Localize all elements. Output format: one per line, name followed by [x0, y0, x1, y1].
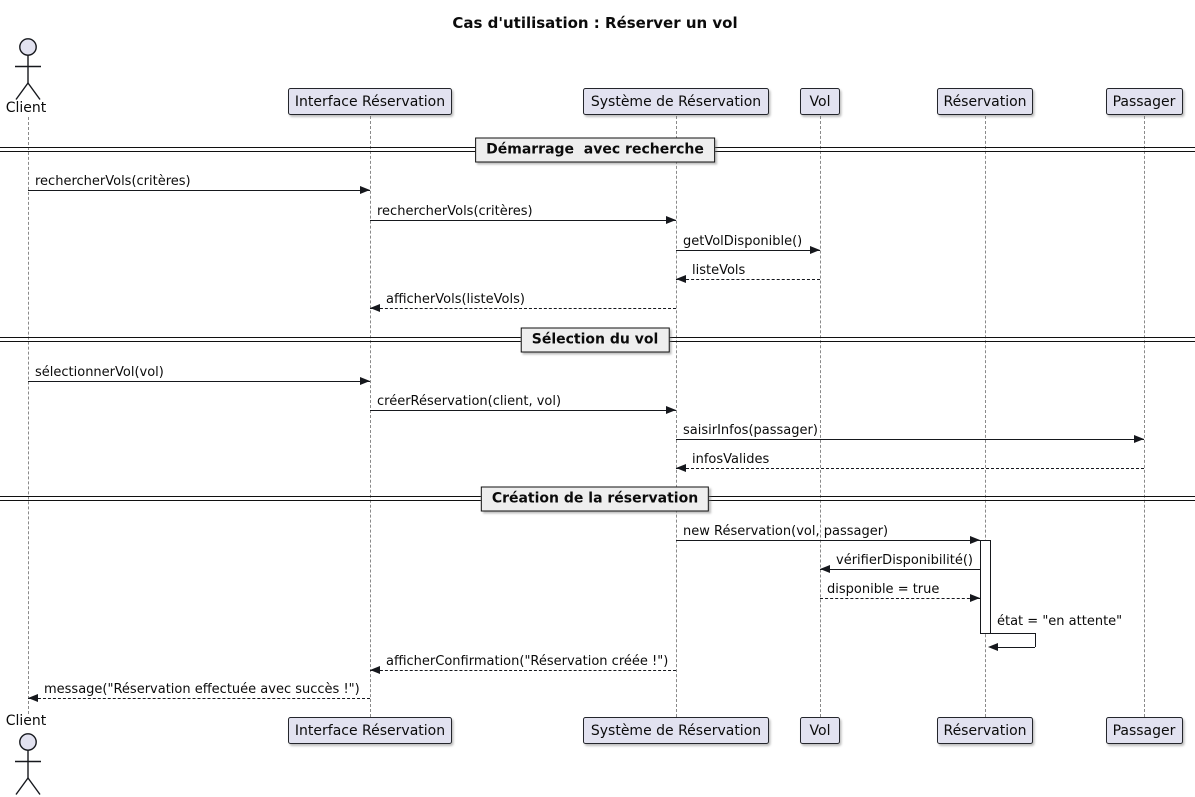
actor-icon: [15, 38, 41, 100]
message-label: créerRéservation(client, vol): [377, 394, 562, 409]
message-label: listeVols: [692, 263, 746, 278]
message-label: message("Réservation effectuée avec succ…: [44, 682, 360, 697]
message-line: [676, 250, 820, 251]
participant-box-top-systeme-reservation: Système de Réservation: [583, 88, 769, 115]
lifeline-passager: [1144, 116, 1145, 717]
lifeline-reservation: [985, 116, 986, 717]
message-label: rechercherVols(critères): [377, 204, 533, 219]
message-arrowhead-icon: [370, 304, 380, 312]
message-line: [370, 308, 676, 309]
message-line: [370, 670, 676, 671]
message-arrowhead-icon: [370, 666, 380, 674]
message-arrowhead-icon: [360, 186, 370, 194]
self-message-bottom-line: [998, 647, 1035, 648]
message-arrowhead-icon: [676, 275, 686, 283]
participant-label-bottom-client: Client: [5, 713, 47, 729]
message-arrowhead-icon: [1134, 435, 1144, 443]
message-label: new Réservation(vol, passager): [683, 524, 889, 539]
message-label: vérifierDisponibilité(): [836, 553, 973, 568]
message-arrowhead-icon: [810, 246, 820, 254]
self-message-right-line: [1035, 633, 1036, 647]
message-label: rechercherVols(critères): [35, 174, 191, 189]
message-line: [676, 279, 820, 280]
participant-box-bottom-passager: Passager: [1105, 717, 1183, 744]
message-arrowhead-icon: [970, 594, 980, 602]
participant-box-bottom-reservation: Réservation: [937, 717, 1033, 744]
message-arrowhead-icon: [360, 377, 370, 385]
message-line: [28, 381, 370, 382]
message-line: [28, 190, 370, 191]
participant-box-top-interface-reservation: Interface Réservation: [288, 88, 452, 115]
participant-box-top-vol: Vol: [800, 88, 840, 115]
message-line: [820, 598, 980, 599]
message-label: infosValides: [692, 452, 770, 467]
lifeline-systeme-reservation: [676, 116, 677, 717]
message-line: [676, 468, 1144, 469]
participant-box-top-passager: Passager: [1105, 88, 1183, 115]
message-arrowhead-icon: [820, 565, 830, 573]
actor-figure-top-client: [6, 38, 50, 101]
self-message-arrowhead-icon: [988, 643, 998, 651]
divider-label: Sélection du vol: [520, 327, 670, 353]
participant-box-bottom-interface-reservation: Interface Réservation: [288, 717, 452, 744]
activation-bar: [980, 540, 991, 634]
lifeline-vol: [820, 116, 821, 717]
actor-icon: [15, 733, 41, 795]
message-label: afficherConfirmation("Réservation créée …: [386, 654, 669, 669]
self-message-label: état = "en attente": [997, 614, 1123, 629]
message-line: [676, 439, 1144, 440]
message-arrowhead-icon: [970, 536, 980, 544]
self-message-top-line: [991, 633, 1035, 634]
message-label: getVolDisponible(): [683, 234, 803, 249]
lifeline-interface-reservation: [370, 116, 371, 717]
lifeline-client: [28, 117, 29, 714]
message-line: [370, 410, 676, 411]
message-line: [676, 540, 980, 541]
participant-label-top-client: Client: [5, 100, 47, 116]
divider-label: Création de la réservation: [480, 486, 710, 512]
message-arrowhead-icon: [28, 694, 38, 702]
message-label: disponible = true: [827, 582, 940, 597]
message-line: [820, 569, 980, 570]
message-label: afficherVols(listeVols): [386, 292, 525, 307]
diagram-title: Cas d'utilisation : Réserver un vol: [452, 14, 738, 32]
message-line: [370, 220, 676, 221]
divider-label: Démarrage avec recherche: [475, 137, 715, 163]
participant-box-top-reservation: Réservation: [937, 88, 1033, 115]
message-arrowhead-icon: [666, 216, 676, 224]
message-label: sélectionnerVol(vol): [35, 365, 164, 380]
message-label: saisirInfos(passager): [683, 423, 818, 438]
participant-box-bottom-vol: Vol: [800, 717, 840, 744]
actor-figure-bottom-client: [6, 733, 50, 796]
message-line: [28, 698, 370, 699]
participant-box-bottom-systeme-reservation: Système de Réservation: [583, 717, 769, 744]
message-arrowhead-icon: [666, 406, 676, 414]
message-arrowhead-icon: [676, 464, 686, 472]
